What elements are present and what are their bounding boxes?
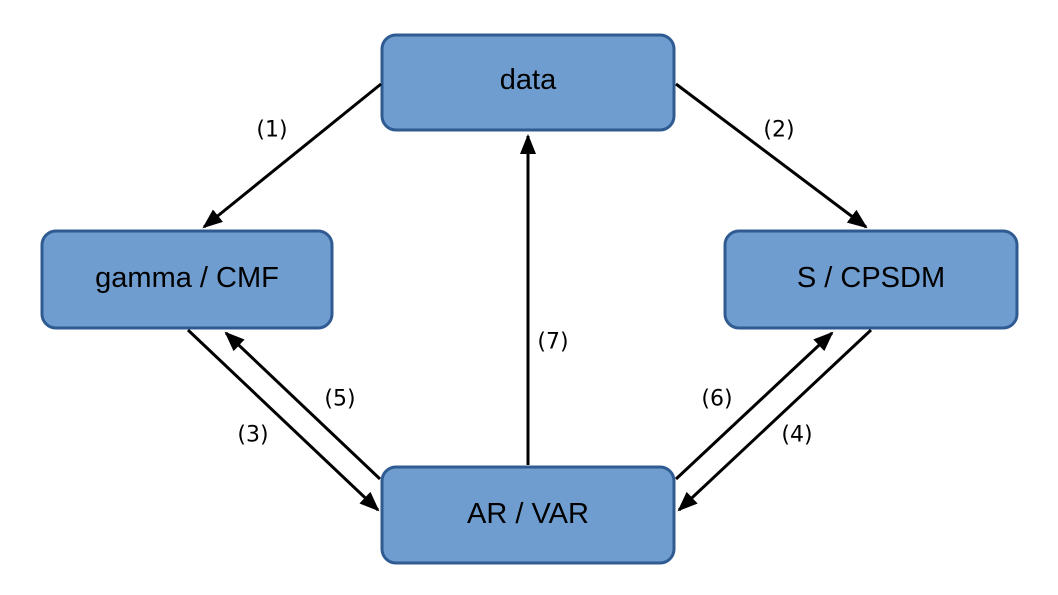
node-data: data <box>380 33 676 132</box>
node-gamma-cmf-box <box>40 229 334 330</box>
edge-1-arrow <box>202 82 382 229</box>
edge-3-label: (3) <box>237 423 268 448</box>
node-s-cpsdm: S / CPSDM <box>723 229 1019 330</box>
node-data-label: data <box>500 64 557 96</box>
edge-7-label: (7) <box>537 330 568 355</box>
node-s-cpsdm-box <box>723 229 1019 330</box>
node-data-box <box>380 33 676 132</box>
edge-6-label: (6) <box>701 387 732 412</box>
edge-4-label: (4) <box>781 423 812 448</box>
node-ar-var: AR / VAR <box>380 465 676 565</box>
node-gamma-cmf-label: gamma / CMF <box>95 262 279 294</box>
edge-6-arrow <box>674 331 834 481</box>
edge-4-arrow <box>677 328 873 512</box>
edge-2-label: (2) <box>763 118 794 143</box>
node-s-cpsdm-label: S / CPSDM <box>797 262 945 294</box>
edge-1-label: (1) <box>256 118 287 143</box>
node-ar-var-label: AR / VAR <box>467 498 589 530</box>
edge-3-arrow <box>186 328 380 512</box>
edge-5-label: (5) <box>324 387 355 412</box>
node-gamma-cmf: gamma / CMF <box>40 229 334 330</box>
node-ar-var-box <box>380 465 676 565</box>
edge-5-arrow <box>224 331 382 481</box>
edge-2-arrow <box>675 82 868 229</box>
